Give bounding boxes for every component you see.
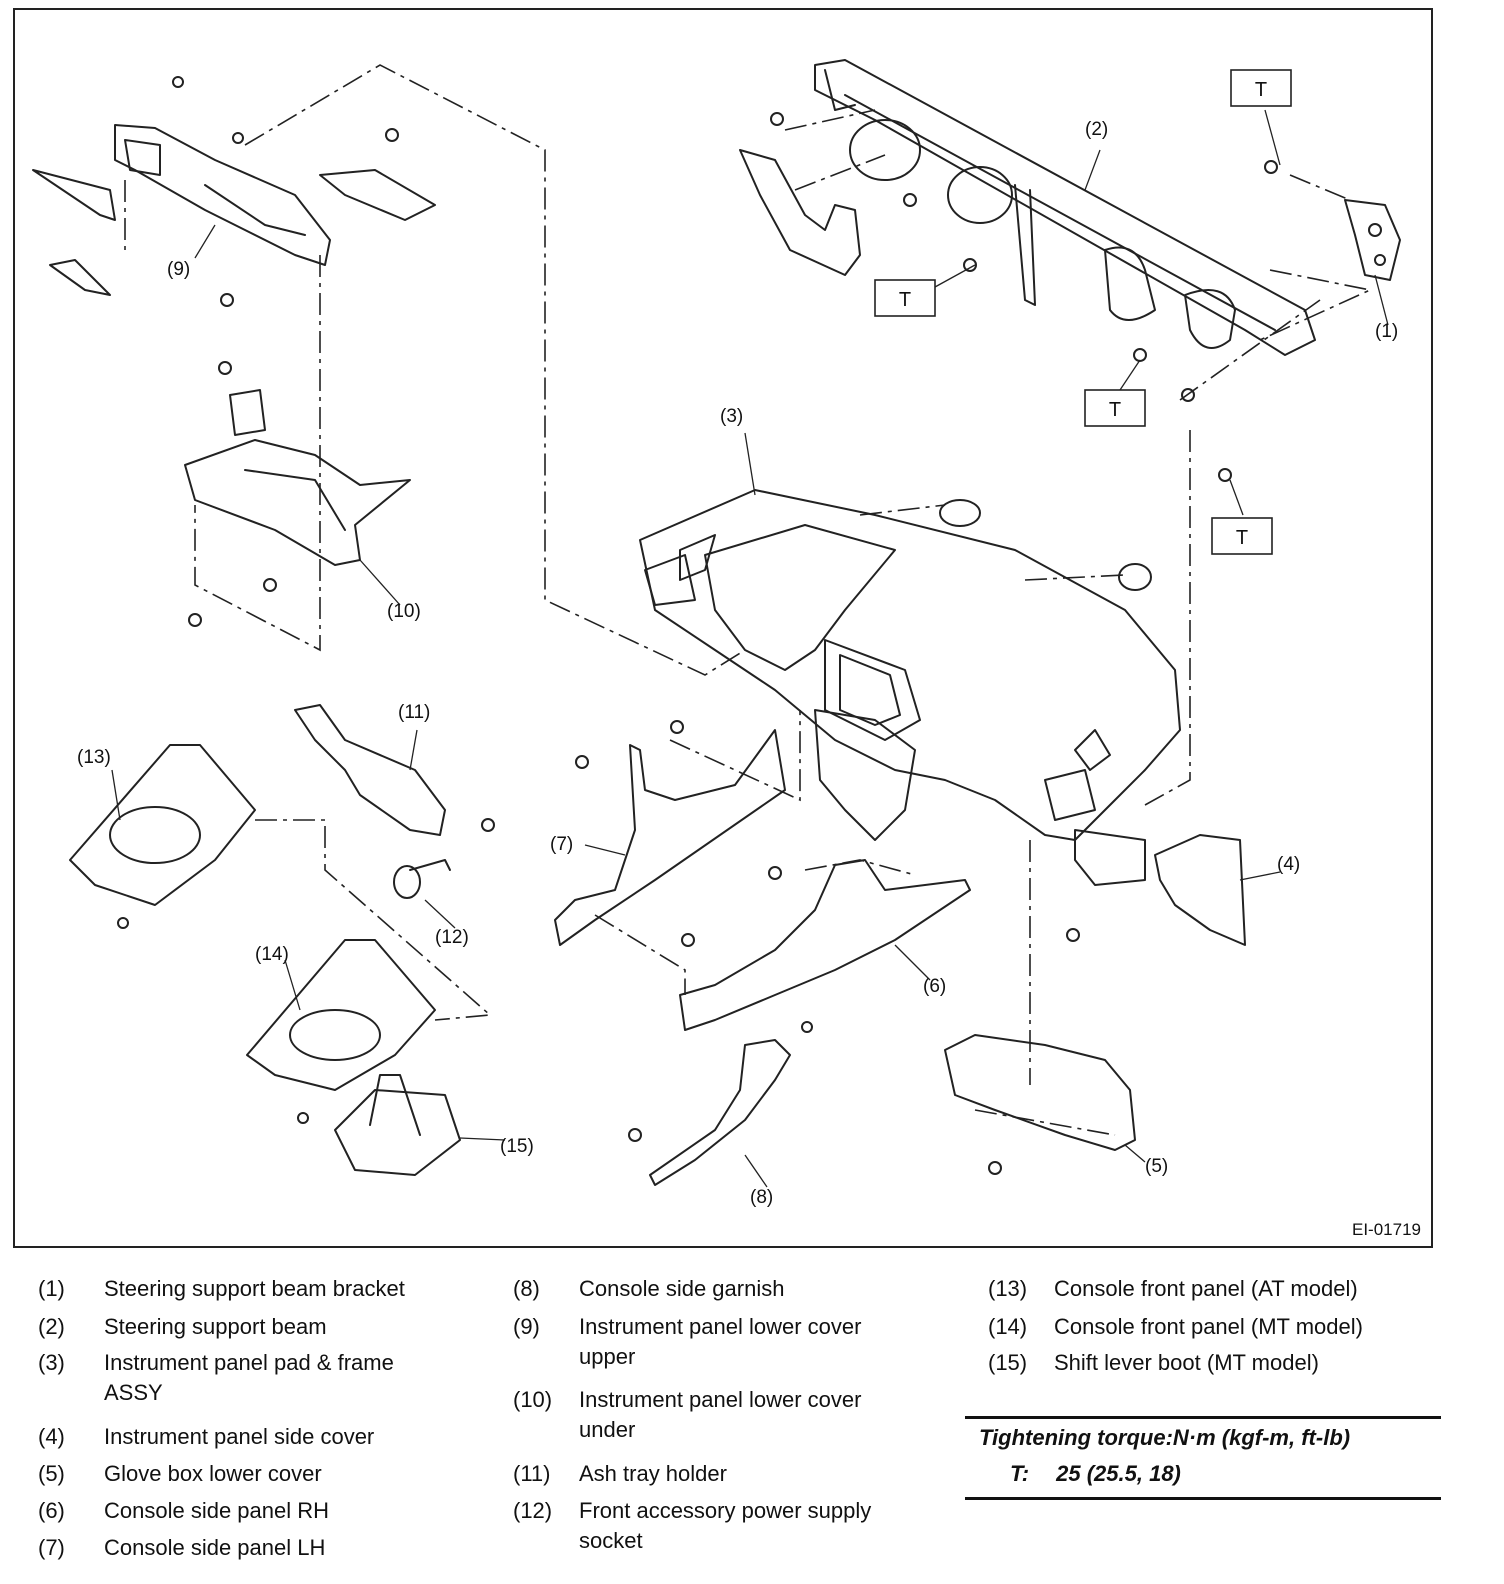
callout-2: (2): [1085, 119, 1108, 140]
torque-spec: Tightening torque:N·m (kgf-m, ft-lb) T: …: [965, 1416, 1441, 1500]
torque-marker-4: T: [1211, 517, 1273, 555]
callout-15: (15): [500, 1136, 534, 1157]
legend-item-4: (4) Instrument panel side cover: [38, 1422, 478, 1452]
alignment-lines: [124, 64, 1373, 1136]
legend-text: Console front panel (MT model): [1054, 1314, 1363, 1339]
console-side-rh-drawing: [679, 859, 971, 1031]
console-side-garnish-drawing: [649, 1039, 791, 1186]
torque-marker-2-text: T: [899, 289, 911, 311]
lower-cover-upper-drawing: [32, 124, 436, 296]
callout-5: (5): [1145, 1156, 1168, 1177]
legend-item-3: (3) Instrument panel pad & frame ASSY: [38, 1348, 478, 1408]
legend-num: (10): [513, 1387, 553, 1412]
legend-num: (13): [988, 1276, 1028, 1301]
legend-text: Instrument panel lower cover upper: [579, 1314, 862, 1369]
callout-3: (3): [720, 406, 743, 427]
legend-text: Console side garnish: [579, 1276, 785, 1301]
legend-item-14: (14) Console front panel (MT model): [988, 1312, 1468, 1342]
torque-value: 25 (25.5, 18): [1056, 1461, 1181, 1486]
legend-item-1: (1) Steering support beam bracket: [38, 1274, 478, 1304]
legend-item-6: (6) Console side panel RH: [38, 1496, 478, 1526]
callout-14: (14): [255, 944, 289, 965]
legend-num: (12): [513, 1498, 553, 1523]
torque-marker-2: T: [874, 279, 936, 317]
legend-num: (7): [38, 1535, 65, 1560]
callout-11: (11): [398, 702, 430, 723]
legend-item-2: (2) Steering support beam: [38, 1312, 478, 1342]
legend-num: (4): [38, 1424, 65, 1449]
legend-text: Front accessory power supply socket: [579, 1498, 872, 1553]
torque-marker-3-text: T: [1109, 399, 1121, 421]
legend-item-12: (12) Front accessory power supply socket: [513, 1496, 933, 1556]
torque-title: Tightening torque:N·m (kgf-m, ft-lb): [979, 1425, 1351, 1450]
callout-7: (7): [550, 834, 573, 855]
legend-text: Instrument panel lower cover under: [579, 1387, 862, 1442]
lower-cover-under-drawing: [184, 389, 411, 566]
legend-text: Steering support beam: [104, 1314, 327, 1339]
torque-marker-3: T: [1084, 389, 1146, 427]
instrument-panel-pad-drawing: [639, 489, 1181, 886]
legend-num: (1): [38, 1276, 65, 1301]
callout-13: (13): [77, 747, 111, 768]
legend-item-15: (15) Shift lever boot (MT model): [988, 1348, 1468, 1378]
legend-text: Instrument panel side cover: [104, 1424, 375, 1449]
steering-support-beam-drawing: [814, 59, 1316, 356]
callout-12: (12): [435, 927, 469, 948]
callout-labels: (1) (2) (3) (4) (5) (6) (7) (8) (9) (10)…: [77, 119, 1398, 1208]
legend-text: Instrument panel pad & frame ASSY: [104, 1350, 394, 1405]
legend-item-9: (9) Instrument panel lower cover upper: [513, 1312, 933, 1372]
legend-num: (5): [38, 1461, 65, 1486]
callout-8: (8): [750, 1187, 773, 1208]
power-socket-drawing: [393, 859, 451, 899]
legend-item-7: (7) Console side panel LH: [38, 1533, 478, 1563]
fasteners: [117, 76, 1278, 1175]
legend-num: (15): [988, 1350, 1028, 1375]
callout-4: (4): [1277, 854, 1300, 875]
legend-num: (8): [513, 1276, 540, 1301]
exploded-diagram: T T T T (1) (2) (3) (4) (5) (6) (7) (8) …: [13, 8, 1433, 1248]
console-front-mt-drawing: [246, 939, 436, 1091]
legend-text: Shift lever boot (MT model): [1054, 1350, 1319, 1375]
glove-box-lower-cover-drawing: [944, 1034, 1136, 1151]
legend-num: (2): [38, 1314, 65, 1339]
torque-marker-4-text: T: [1236, 527, 1248, 549]
torque-marker-1-text: T: [1255, 79, 1267, 101]
console-front-at-drawing: [69, 744, 256, 906]
callout-1: (1): [1375, 321, 1398, 342]
callout-6: (6): [923, 976, 946, 997]
legend-num: (6): [38, 1498, 65, 1523]
legend-text: Glove box lower cover: [104, 1461, 322, 1486]
torque-value-line: T: 25 (25.5, 18): [1010, 1461, 1181, 1487]
torque-label: T:: [1010, 1461, 1030, 1486]
callout-9: (9): [167, 259, 190, 280]
legend-item-10: (10) Instrument panel lower cover under: [513, 1385, 933, 1445]
callout-10: (10): [387, 601, 421, 622]
legend-item-11: (11) Ash tray holder: [513, 1459, 933, 1489]
legend-num: (9): [513, 1314, 540, 1339]
shift-lever-boot-drawing: [334, 1074, 461, 1176]
steering-support-beam-bracket-drawing: [1344, 199, 1401, 281]
legend-item-13: (13) Console front panel (AT model): [988, 1274, 1468, 1304]
legend-num: (11): [513, 1461, 551, 1486]
leader-lines: [111, 109, 1389, 1188]
legend-num: (3): [38, 1350, 65, 1375]
diagram-drawing: T T T T (1) (2) (3) (4) (5) (6) (7) (8) …: [32, 59, 1401, 1208]
legend-text: Steering support beam bracket: [104, 1276, 405, 1301]
figure-id: EI-01719: [1352, 1220, 1421, 1239]
side-cover-drawing: [1154, 834, 1246, 946]
legend-text: Console side panel RH: [104, 1498, 330, 1523]
legend-text: Console side panel LH: [104, 1535, 326, 1560]
console-side-lh-drawing: [554, 729, 786, 946]
ash-tray-holder-drawing: [294, 704, 446, 836]
legend-item-8: (8) Console side garnish: [513, 1274, 933, 1304]
legend-text: Console front panel (AT model): [1054, 1276, 1358, 1301]
legend-text: Ash tray holder: [579, 1461, 727, 1486]
torque-marker-1: T: [1230, 69, 1292, 107]
legend-num: (14): [988, 1314, 1028, 1339]
legend-item-5: (5) Glove box lower cover: [38, 1459, 478, 1489]
